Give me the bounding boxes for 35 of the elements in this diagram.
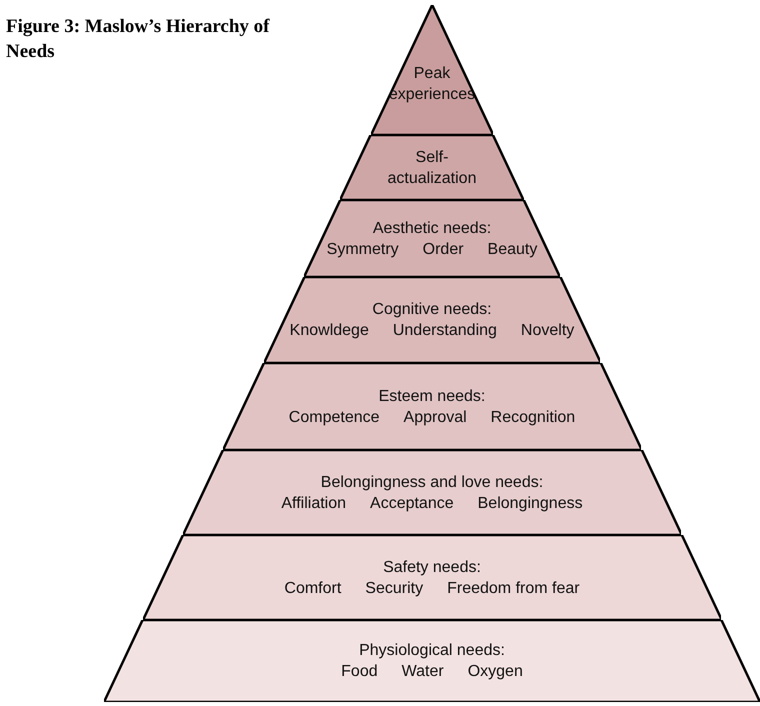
pyramid-level xyxy=(104,620,760,702)
need-item: Novelty xyxy=(520,322,574,339)
need-item: Freedom from fear xyxy=(447,580,580,596)
pyramid-level xyxy=(182,450,682,535)
level-heading: Cognitive needs: xyxy=(371,300,493,320)
level-heading: Peak experiences xyxy=(388,64,476,105)
need-item: Order xyxy=(422,240,464,258)
need-item: Oxygen xyxy=(468,663,523,680)
pyramid-level xyxy=(340,135,524,200)
level-heading: Self-actualization xyxy=(386,148,478,188)
pyramid-level xyxy=(222,363,642,450)
pyramid-level xyxy=(142,535,722,620)
need-item: Affiliation xyxy=(281,494,346,512)
level-heading: Physiological needs: xyxy=(358,641,506,661)
need-item: Food xyxy=(341,663,378,680)
need-item: Water xyxy=(402,663,444,680)
level-heading: Aesthetic needs: xyxy=(372,218,492,238)
level-heading: Esteem needs: xyxy=(378,386,486,406)
need-item: Acceptance xyxy=(370,494,454,512)
need-item: Approval xyxy=(404,408,467,426)
need-item: Knowldege xyxy=(290,322,369,339)
need-item: Competence xyxy=(288,408,380,426)
need-item: Recognition xyxy=(490,408,576,426)
pyramid-level xyxy=(264,277,600,363)
need-item: Belongingness xyxy=(478,494,583,512)
need-item: Beauty xyxy=(488,240,538,258)
need-item: Security xyxy=(365,580,424,596)
need-item: Understanding xyxy=(392,322,497,339)
need-item: Comfort xyxy=(284,580,342,596)
level-heading: Safety needs: xyxy=(382,558,482,578)
pyramid-level xyxy=(304,200,560,277)
level-heading: Belongingness and love needs: xyxy=(320,472,544,492)
need-item: Symmetry xyxy=(326,240,399,258)
figure-title: Figure 3: Maslow’s Hierarchy of Needs xyxy=(6,15,271,64)
pyramid-level xyxy=(370,5,494,135)
